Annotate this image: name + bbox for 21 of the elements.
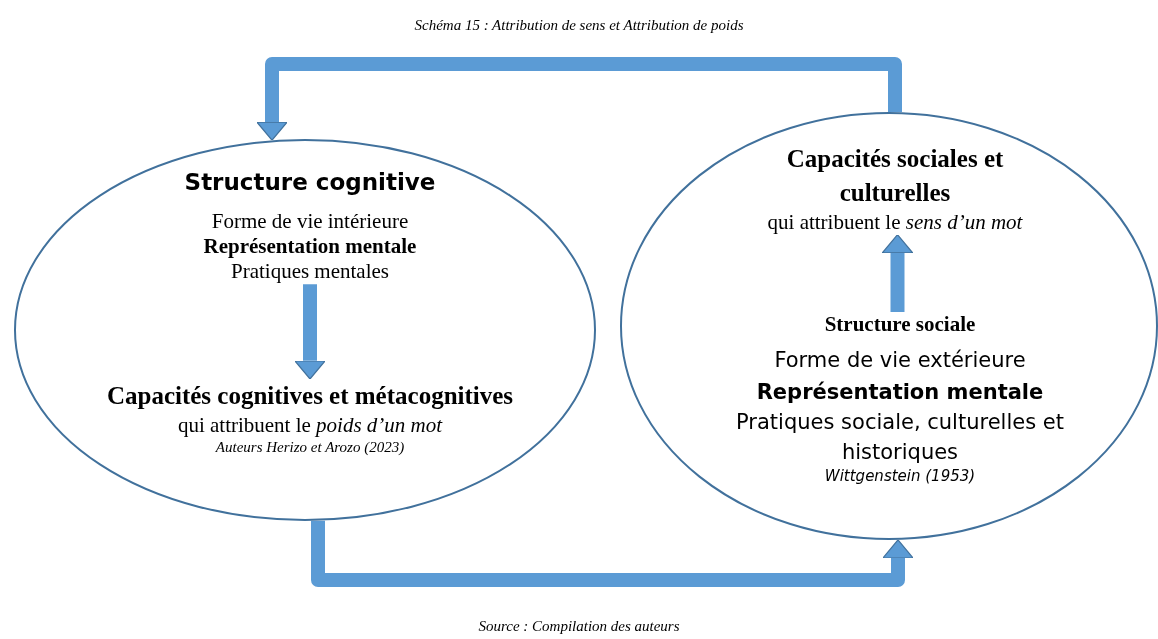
text-line: Représentation mentale — [756, 378, 1044, 406]
heading: Structure sociale — [824, 312, 976, 338]
ellipse-outline — [14, 139, 596, 521]
heading: Structure cognitive — [184, 169, 436, 197]
citation: Wittgenstein (1953) — [824, 466, 976, 485]
citation: Auteurs Herizo et Arozo (2023) — [215, 437, 405, 456]
text-line: qui attribuent le sens d’un mot — [767, 209, 1023, 235]
heading: Capacités sociales et culturelles — [785, 144, 1005, 208]
diagram-title: Schéma 15 : Attribution de sens et Attribution de poids — [413, 17, 745, 34]
text-line: Forme de vie extérieure — [774, 347, 1026, 375]
arrow — [294, 284, 326, 380]
text-line: Pratiques mentales — [230, 258, 389, 285]
text-line: Pratiques sociale, culturelles et historiques — [735, 409, 1065, 466]
ellipse-outline — [620, 112, 1158, 540]
arrow — [311, 520, 914, 587]
text-line: Représentation mentale — [203, 233, 417, 259]
caption: Source : Compilation des auteurs — [477, 618, 681, 635]
heading: Capacités cognitives et métacognitives — [105, 381, 515, 411]
text-line: qui attribuent le poids d’un mot — [177, 412, 443, 438]
text-line: Forme de vie intérieure — [211, 208, 409, 234]
arrow — [881, 234, 914, 312]
